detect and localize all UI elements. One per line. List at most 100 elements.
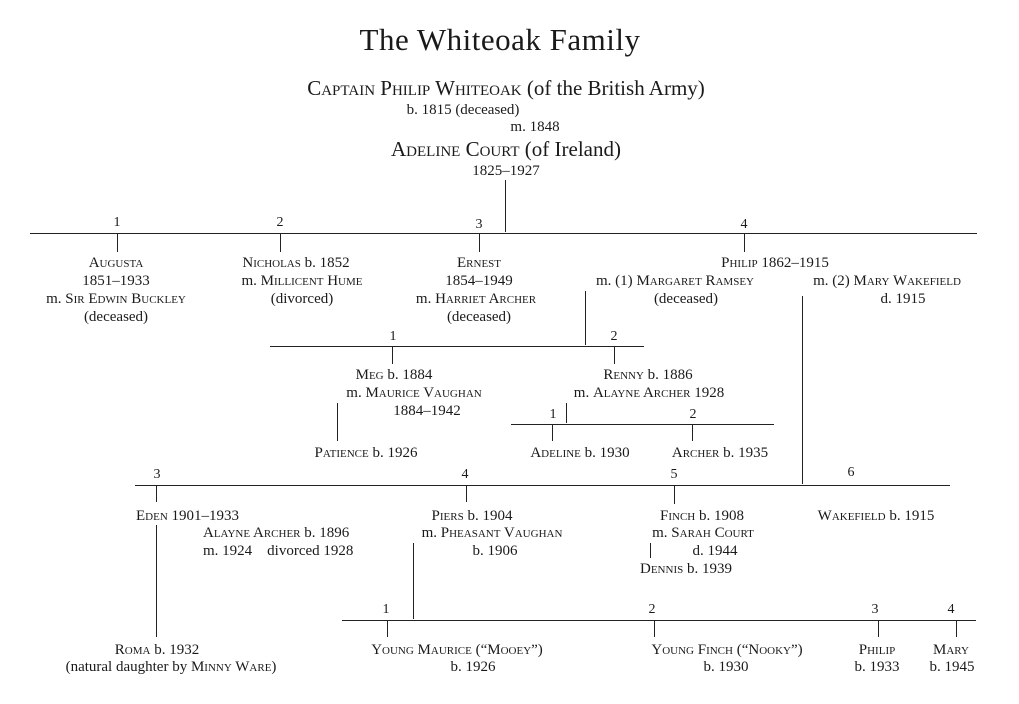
spouse-line: m. Millicent Hume <box>241 272 362 290</box>
patriarch-heading: Captain Philip Whiteoak (of the British … <box>307 76 705 100</box>
marriage-prefix: m. (2) <box>813 273 854 289</box>
spouse-line: Alayne Archer b. 1896 <box>203 524 349 542</box>
descent-line <box>566 403 567 423</box>
order-number: 2 <box>689 407 697 422</box>
spouse-name: Alayne Archer <box>592 385 691 401</box>
matriarch-heading: Adeline Court (of Ireland) <box>391 137 621 161</box>
marriage-year: 1928 <box>690 385 725 401</box>
person-dennis: Dennis b. 1939 <box>640 560 732 578</box>
note-text: ) <box>271 659 277 675</box>
branch-line <box>614 347 615 364</box>
person-name: Augusta <box>88 255 144 271</box>
spouse-name: Sarah Court <box>671 525 754 541</box>
order-number: 1 <box>382 602 390 617</box>
order-number: 6 <box>847 465 855 480</box>
branch-line <box>117 234 118 252</box>
person-dates: 1901–1933 <box>171 508 240 524</box>
person-dates: b. 1926 <box>450 659 496 675</box>
descent-line <box>505 180 506 232</box>
person-name: Young Finch (“Nooky”) <box>651 642 803 658</box>
person-heading: Finch b. 1908 <box>660 507 744 525</box>
chart-title: The Whiteoak Family <box>359 22 641 57</box>
spouse-dates: d. 1944 <box>692 543 738 559</box>
order-number: 3 <box>153 467 161 482</box>
patriarch-note: (of the British Army) <box>526 76 705 100</box>
spouse-name: Harriet Archer <box>435 291 537 307</box>
status-note: (deceased) <box>446 309 512 325</box>
person-heading: Nicholas b. 1852 <box>242 254 349 272</box>
person-name: Meg <box>355 367 384 383</box>
spouse-name: Pheasant Vaughan <box>440 525 563 541</box>
marriage-prefix: m. <box>241 273 261 289</box>
branch-line <box>674 486 675 504</box>
spouse-line: m. Sir Edwin Buckley <box>46 290 186 308</box>
order-number: 3 <box>871 602 879 617</box>
first-marriage-children-bar <box>270 346 644 347</box>
person-dates: b. 1939 <box>686 561 732 577</box>
matriarch-note: (of Ireland) <box>524 137 621 161</box>
person-heading: Renny b. 1886 <box>603 366 692 384</box>
person-wakefield: Wakefield b. 1915 <box>818 507 935 525</box>
person-dates: b. 1915 <box>889 508 935 524</box>
order-number: 1 <box>549 407 557 422</box>
person-dates: b. 1886 <box>647 367 693 383</box>
spouse-line: m. Alayne Archer 1928 <box>574 384 724 402</box>
matriarch-dates: 1825–1927 <box>472 163 540 179</box>
mother-name: Minny Ware <box>190 659 272 675</box>
person-dates: b. 1926 <box>372 445 418 461</box>
status-note: (deceased) <box>653 291 719 307</box>
person-name: Philip <box>858 642 896 658</box>
person-name: Archer <box>671 445 720 461</box>
branch-line <box>387 621 388 637</box>
second-spouse-line: m. (2) Mary Wakefield <box>813 272 961 290</box>
person-name: Roma <box>114 642 151 658</box>
branch-line <box>744 234 745 252</box>
spouse-line: m. Pheasant Vaughan <box>422 524 563 542</box>
person-dates: b. 1930 <box>703 659 749 675</box>
order-number: 1 <box>389 329 397 344</box>
status-note: d. 1915 <box>880 291 926 307</box>
person-dates: 1851–1933 <box>82 273 150 289</box>
person-name: Philip <box>721 255 758 271</box>
branch-line <box>466 486 467 502</box>
order-number: 2 <box>276 215 284 230</box>
marriage-prefix: m. <box>415 291 436 307</box>
person-name: Mary <box>933 642 969 658</box>
person-name: Ernest <box>457 255 501 271</box>
person-dates: b. 1945 <box>929 659 975 675</box>
renny-children-bar <box>511 424 774 425</box>
person-name: Finch <box>660 508 696 524</box>
marriage-prefix: m. <box>573 385 593 401</box>
person-adeline: Adeline b. 1930 <box>530 444 629 462</box>
later-children-bar <box>135 485 950 486</box>
order-number: 4 <box>740 217 748 232</box>
status-note: (deceased) <box>83 309 149 325</box>
spouse-line: m. Harriet Archer <box>416 290 536 308</box>
descent-line <box>413 543 414 619</box>
spouse-dates: b. 1906 <box>472 543 518 559</box>
branch-line <box>956 621 957 637</box>
person-name: Adeline <box>530 445 581 461</box>
spouse-name: Maurice Vaughan <box>365 385 482 401</box>
piers-children-bar <box>342 620 976 621</box>
person-name: Eden <box>136 508 168 524</box>
spouse-line: m. Sarah Court <box>652 524 754 542</box>
branch-line <box>692 425 693 441</box>
patriarch-name: Captain Philip Whiteoak <box>307 76 522 100</box>
note-text: (natural daughter by <box>65 659 191 675</box>
person-dates: b. 1933 <box>854 659 900 675</box>
person-name: Young Maurice (“Mooey”) <box>371 642 543 658</box>
person-dates: b. 1935 <box>723 445 769 461</box>
order-number: 3 <box>475 217 483 232</box>
person-name: Renny <box>603 367 644 383</box>
person-dates: 1862–1915 <box>761 255 829 271</box>
order-number: 2 <box>610 329 618 344</box>
descent-line <box>156 525 157 637</box>
descent-line <box>337 403 338 441</box>
branch-line <box>156 486 157 502</box>
order-number: 2 <box>648 602 656 617</box>
person-heading: Eden 1901–1933 <box>136 507 239 525</box>
marriage-line: m. 1924 divorced 1928 <box>203 542 353 560</box>
order-number: 4 <box>947 602 955 617</box>
marriage-prefix: m. <box>46 291 66 307</box>
